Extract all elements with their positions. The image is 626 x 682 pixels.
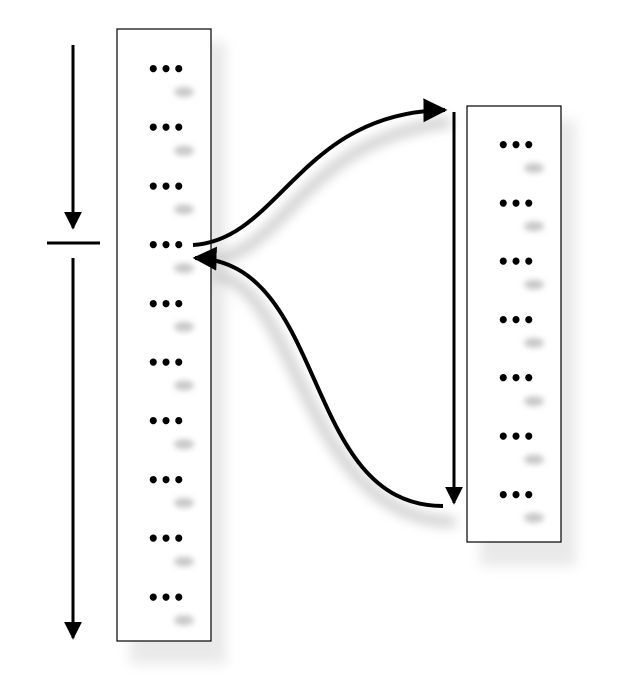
call-arrow: [192, 98, 448, 247]
right-item-shadow: [524, 221, 544, 232]
right-item-shadow: [524, 512, 544, 523]
right-item-ellipsis: •••: [497, 250, 535, 274]
left-item-shadow: [174, 439, 194, 450]
left-item-shadow: [174, 263, 194, 274]
left-item-ellipsis: •••: [147, 57, 185, 81]
left-item-shadow: [174, 497, 194, 508]
right-item-ellipsis: •••: [497, 425, 535, 449]
left-item-ellipsis: •••: [147, 468, 185, 492]
left-item-ellipsis: •••: [147, 351, 185, 375]
right-item-ellipsis: •••: [497, 191, 535, 215]
left-item-shadow: [174, 321, 194, 332]
right-item-shadow: [524, 163, 544, 173]
right-item-shadow: [524, 454, 544, 465]
right-item-ellipsis: •••: [497, 308, 535, 332]
left-item-ellipsis: •••: [147, 233, 185, 257]
right-item-ellipsis: •••: [497, 483, 535, 507]
right-item-shadow: [524, 396, 544, 407]
right-item-ellipsis: •••: [497, 366, 535, 390]
left-item-shadow: [174, 615, 194, 626]
left-item-ellipsis: •••: [147, 292, 185, 316]
left-item-ellipsis: •••: [147, 527, 185, 551]
left-item-shadow: [174, 380, 194, 391]
left-item-ellipsis: •••: [147, 409, 185, 433]
right-column-items: ••• ••• ••• ••• ••• ••• •••: [497, 133, 544, 523]
right-item-shadow: [524, 337, 544, 348]
right-item-ellipsis: •••: [497, 133, 535, 157]
left-item-shadow: [174, 556, 194, 567]
left-item-shadow: [174, 145, 194, 156]
right-item-shadow: [524, 279, 544, 290]
left-item-ellipsis: •••: [147, 116, 185, 140]
time-axis: [47, 45, 100, 640]
left-item-ellipsis: •••: [147, 174, 185, 198]
left-column-items: ••• ••• ••• ••• ••• ••• ••• ••• ••• •••: [147, 57, 194, 626]
left-item-shadow: [174, 87, 194, 97]
left-item-ellipsis: •••: [147, 585, 185, 609]
right-column-box: [466, 105, 562, 543]
left-item-shadow: [174, 204, 194, 215]
left-column-box: [116, 28, 212, 642]
return-arrow: [192, 246, 444, 508]
